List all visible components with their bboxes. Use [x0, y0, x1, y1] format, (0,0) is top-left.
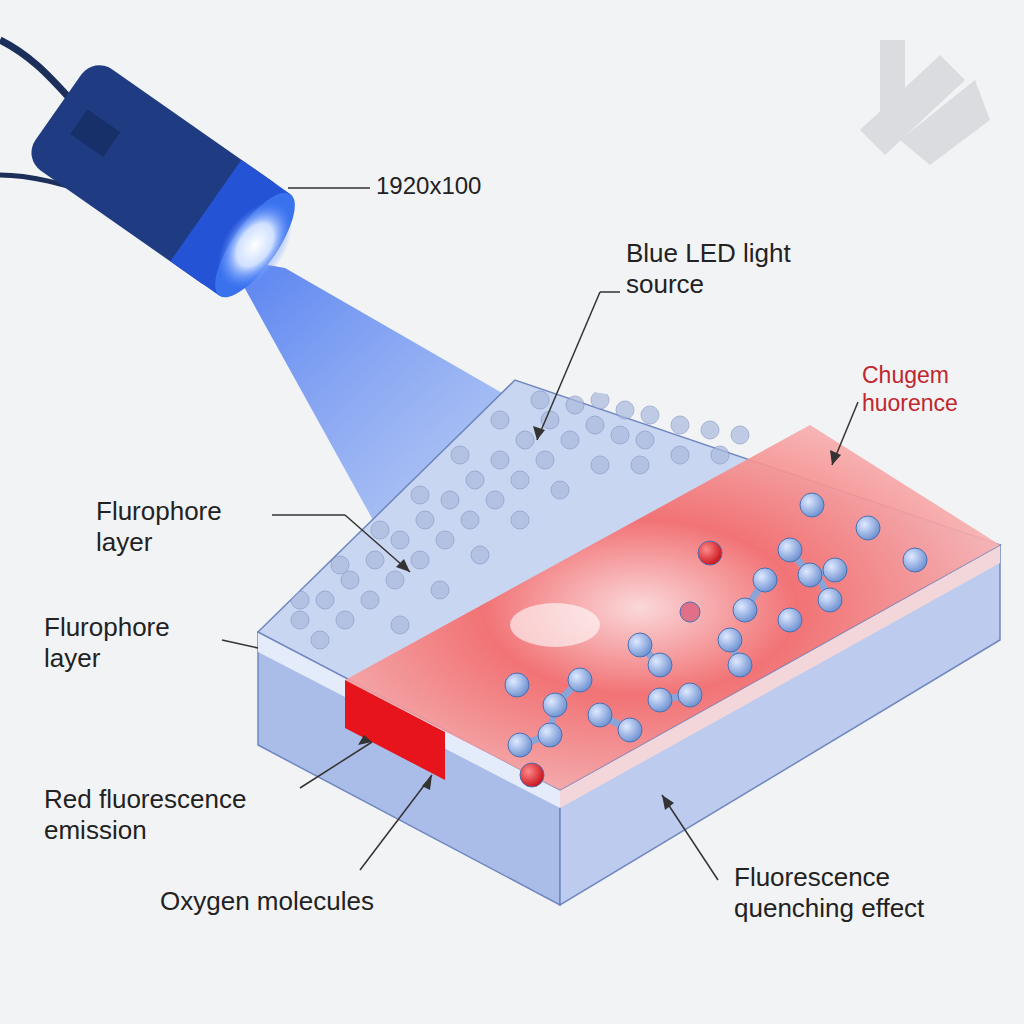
part-label: Fluorescence quenching effect: [734, 862, 1004, 924]
leader-line: [345, 515, 410, 572]
led-clip: [70, 109, 120, 157]
leader-line: [288, 187, 370, 189]
arrowhead: [830, 450, 841, 465]
led-lens: [203, 188, 307, 301]
leader-line: [600, 291, 620, 293]
part-label: Chugem huorence: [862, 362, 1012, 417]
dimension-label: 1920x100: [376, 172, 576, 201]
arrowhead: [662, 795, 674, 810]
part-label: Flurophore layer: [96, 496, 268, 558]
leader-line: [662, 795, 718, 880]
part-label: Blue LED light source: [626, 238, 801, 300]
led-light-source: [23, 57, 315, 313]
leader-line: [360, 775, 432, 870]
red-emission-band: [345, 680, 445, 780]
light-spot: [510, 603, 600, 647]
part-label: Red fluorescence emission: [44, 784, 309, 846]
oxygen-molecules: [505, 493, 927, 787]
red-fluorescence-region: [345, 425, 1000, 790]
arrowhead: [533, 426, 545, 440]
arrowhead: [422, 775, 432, 790]
leader-line: [300, 742, 372, 788]
slab-top-face: [258, 380, 1000, 790]
watermark-logo: [860, 40, 990, 165]
arrowhead: [396, 559, 410, 572]
leader-arrowheads: [358, 426, 841, 810]
led-front: [201, 182, 308, 309]
leader-line: [272, 514, 345, 516]
leader-line: [222, 640, 258, 648]
part-label: Flurophore layer: [44, 612, 216, 674]
leader-line: [537, 292, 600, 440]
leader-lines: [222, 188, 858, 880]
arrowhead: [358, 735, 372, 745]
part-label: Oxygen molecules: [160, 886, 460, 917]
watermark-bar: [900, 80, 990, 165]
